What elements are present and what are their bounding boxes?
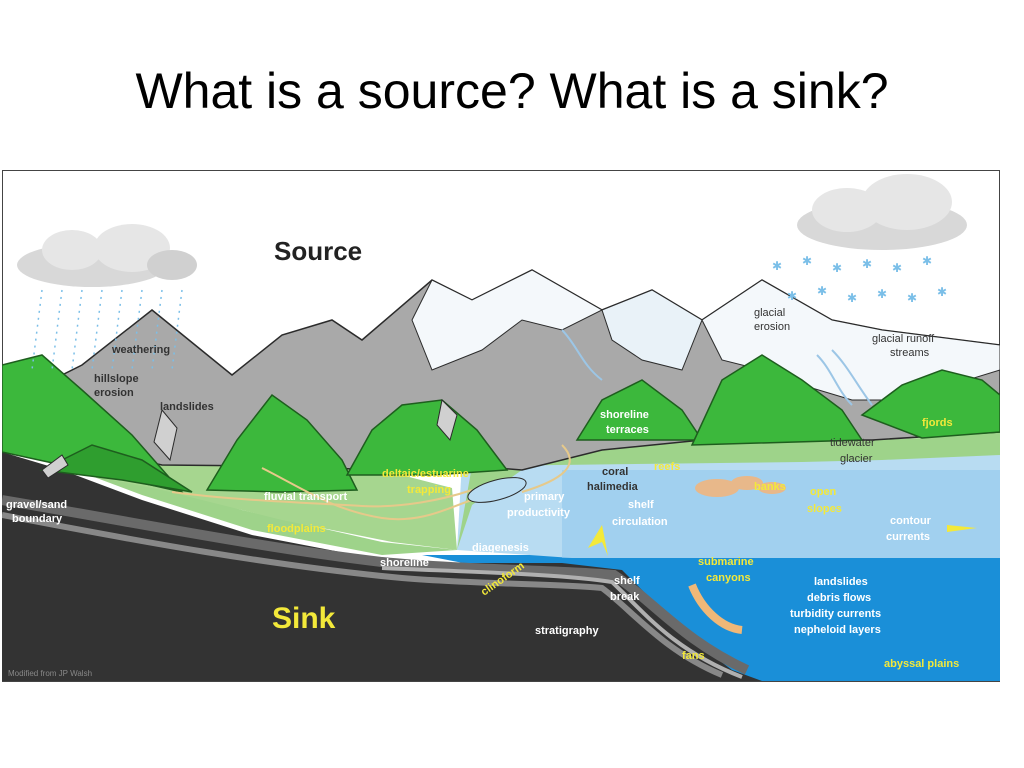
strata-layer bbox=[381, 566, 743, 679]
label-contour-2: currents bbox=[886, 531, 930, 543]
label-glacial-runoff-1: glacial runoff bbox=[872, 333, 935, 345]
svg-text:✱: ✱ bbox=[907, 291, 917, 305]
river bbox=[261, 467, 473, 521]
svg-text:✱: ✱ bbox=[937, 285, 947, 299]
label-shelf-break-1: shelf bbox=[614, 575, 640, 587]
label-shelf-circ-2: circulation bbox=[612, 516, 668, 528]
green-hill bbox=[860, 369, 1000, 439]
label-diagenesis: diagenesis bbox=[472, 542, 529, 554]
label-shelf-circ-1: shelf bbox=[628, 499, 654, 511]
label-deltaic: deltaic/estuarine bbox=[382, 468, 469, 480]
green-hill bbox=[690, 354, 864, 446]
glacial-streak bbox=[561, 329, 603, 381]
river bbox=[521, 444, 571, 493]
label-fans: fans bbox=[682, 650, 705, 662]
svg-text:✱: ✱ bbox=[922, 254, 932, 268]
mid-ocean bbox=[562, 470, 1000, 558]
label-shoreline-terraces-2: terraces bbox=[606, 424, 649, 436]
snow-cap bbox=[601, 289, 703, 371]
rain-cloud bbox=[17, 224, 197, 287]
label-abyssal: abyssal plains bbox=[884, 658, 959, 670]
label-erosion: erosion bbox=[94, 387, 134, 399]
label-halimedia: halimedia bbox=[587, 481, 639, 493]
label-glacial-runoff-2: streams bbox=[890, 347, 930, 359]
green-hill bbox=[575, 379, 704, 441]
label-reefs: reefs bbox=[654, 461, 680, 473]
label-glacier: glacier bbox=[840, 453, 873, 465]
label-hillslope: hillslope bbox=[94, 373, 139, 385]
label-shoreline: shoreline bbox=[380, 557, 429, 569]
label-open-slopes-2: slopes bbox=[807, 503, 842, 515]
svg-text:✱: ✱ bbox=[832, 261, 842, 275]
estuary-bay bbox=[467, 477, 527, 503]
snow-cap bbox=[411, 269, 604, 371]
circulation-arrow bbox=[588, 525, 608, 556]
canyon-flow-arrow bbox=[688, 583, 743, 634]
label-tidewater: tidewater bbox=[830, 437, 875, 449]
label-submarine-1: submarine bbox=[698, 556, 754, 568]
svg-text:✱: ✱ bbox=[787, 289, 797, 303]
label-fluvial-transport: fluvial transport bbox=[264, 491, 347, 503]
green-hill bbox=[39, 444, 193, 493]
label-landslides: landslides bbox=[160, 401, 214, 413]
label-glacial-erosion-2: erosion bbox=[754, 321, 790, 333]
reef bbox=[758, 482, 786, 494]
svg-text:✱: ✱ bbox=[802, 254, 812, 268]
label-floodplains: floodplains bbox=[267, 523, 326, 535]
landslide-icon bbox=[41, 454, 69, 479]
green-hill bbox=[345, 399, 509, 476]
label-gravel-sand: gravel/sand bbox=[6, 499, 67, 511]
svg-text:✱: ✱ bbox=[862, 257, 872, 271]
label-glacial-erosion-1: glacial bbox=[754, 307, 785, 319]
label-primary-2: productivity bbox=[507, 507, 571, 519]
svg-text:✱: ✱ bbox=[847, 291, 857, 305]
reef bbox=[695, 479, 739, 497]
contour-current-arrow bbox=[947, 525, 977, 532]
label-trapping: trapping bbox=[407, 484, 451, 496]
coastal-plain bbox=[2, 430, 1000, 555]
label-shelf-break-2: break bbox=[610, 591, 640, 603]
label-boundary: boundary bbox=[12, 513, 63, 525]
glacial-streak bbox=[831, 349, 873, 406]
landslide-icon bbox=[153, 408, 178, 462]
label-weathering: weathering bbox=[111, 344, 170, 356]
reef bbox=[731, 476, 763, 490]
credit-label: Modified from JP Walsh bbox=[8, 669, 92, 678]
strata-layer bbox=[2, 512, 724, 678]
label-shoreline-terraces-1: shoreline bbox=[600, 409, 649, 421]
label-deep-1: landslides bbox=[814, 576, 868, 588]
label-fjords: fjords bbox=[922, 417, 953, 429]
svg-text:✱: ✱ bbox=[892, 261, 902, 275]
label-open-slopes-1: open bbox=[810, 486, 837, 498]
sink-label: Sink bbox=[272, 602, 336, 635]
strata-layer bbox=[2, 495, 750, 675]
source-sink-diagram: ✱ ✱ ✱ ✱ ✱ ✱ ✱ ✱ ✱ ✱ ✱ ✱ Source Sink Modified fro… bbox=[2, 170, 1000, 682]
svg-text:✱: ✱ bbox=[817, 284, 827, 298]
label-deep-3: turbidity currents bbox=[790, 608, 881, 620]
snow-cloud bbox=[797, 174, 967, 250]
label-deep-2: debris flows bbox=[807, 592, 871, 604]
svg-text:✱: ✱ bbox=[877, 287, 887, 301]
glacial-streak bbox=[816, 354, 853, 406]
label-coral: coral bbox=[602, 466, 628, 478]
label-banks: banks bbox=[754, 481, 786, 493]
label-stratigraphy: stratigraphy bbox=[535, 625, 599, 637]
label-submarine-2: canyons bbox=[706, 572, 751, 584]
label-deep-4: nepheloid layers bbox=[794, 624, 881, 636]
landslide-icon bbox=[436, 398, 458, 442]
green-hill bbox=[205, 393, 359, 493]
label-primary-1: primary bbox=[524, 491, 565, 503]
source-label: Source bbox=[274, 236, 362, 266]
snow-flakes: ✱ ✱ ✱ ✱ ✱ ✱ ✱ ✱ ✱ ✱ ✱ ✱ bbox=[772, 254, 947, 305]
river bbox=[171, 489, 473, 508]
slide-title: What is a source? What is a sink? bbox=[135, 63, 889, 119]
label-contour-1: contour bbox=[890, 515, 932, 527]
svg-text:✱: ✱ bbox=[772, 259, 782, 273]
